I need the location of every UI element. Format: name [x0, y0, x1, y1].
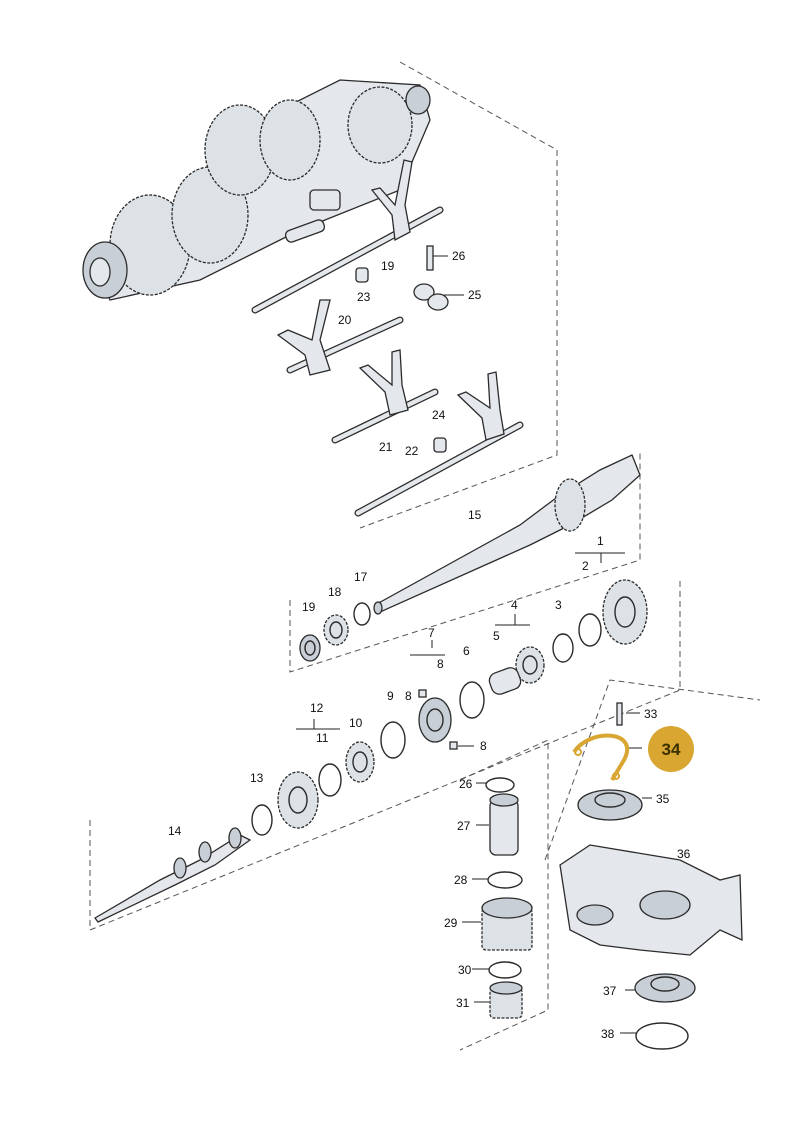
part-31	[488, 961, 522, 979]
label-32: 31	[456, 996, 470, 1010]
part-25	[413, 283, 449, 311]
highlight-badge-circle	[648, 726, 694, 772]
shift-rail-21	[331, 349, 439, 444]
part-6	[459, 681, 485, 719]
label-1: 1	[597, 534, 604, 548]
label-28: 27	[457, 819, 471, 833]
shift-rail-22	[354, 371, 524, 517]
frame-pinion	[459, 739, 549, 1051]
part-17	[323, 614, 349, 646]
label-23: 23	[357, 290, 371, 304]
label-29: 28	[454, 873, 468, 887]
label-16: 17	[354, 570, 368, 584]
part-18	[299, 634, 321, 662]
bearing-35	[577, 789, 643, 821]
gear-1	[602, 579, 648, 645]
label-37: 37	[603, 984, 617, 998]
part-11	[318, 763, 342, 797]
label-13: 13	[250, 771, 264, 785]
frame-lower	[89, 580, 681, 931]
part-2	[578, 613, 602, 647]
label-22: 22	[405, 444, 419, 458]
label-33: 33	[644, 707, 658, 721]
part-26	[426, 245, 434, 271]
label-24: 24	[432, 408, 446, 422]
shaft-14	[94, 827, 252, 923]
label-5: 5	[493, 629, 500, 643]
label-9: 9	[387, 689, 394, 703]
part-33	[616, 702, 623, 726]
label-21: 21	[379, 440, 393, 454]
label-31: 30	[458, 963, 472, 977]
frame-shaft	[289, 452, 641, 673]
label-11: 11	[316, 731, 329, 745]
highlight-badge-label: 34	[662, 740, 681, 759]
part-34-ring-highlighted	[572, 733, 629, 782]
label-18: 19	[302, 600, 316, 614]
label-10: 10	[349, 716, 363, 730]
part-16	[353, 602, 371, 626]
label-25: 25	[468, 288, 482, 302]
label-2: 2	[582, 559, 589, 573]
gear-12	[277, 771, 319, 829]
label-38: 38	[601, 1027, 615, 1041]
label-30: 29	[444, 916, 458, 930]
label-19: 19	[381, 259, 395, 273]
part-5	[488, 667, 522, 695]
leader-lines	[296, 255, 652, 1034]
part-28	[489, 793, 519, 856]
label-12: 12	[310, 701, 324, 715]
bearing-37	[634, 973, 696, 1003]
part-13	[251, 804, 273, 836]
label-3: 3	[555, 598, 562, 612]
label-36: 36	[677, 847, 691, 861]
part-32	[489, 981, 523, 1019]
label-8-right: 8	[480, 739, 487, 753]
housing-36	[559, 844, 743, 956]
part-24	[433, 437, 447, 453]
frame-upper	[359, 61, 558, 529]
frame-housing	[544, 679, 761, 861]
part-29	[487, 871, 523, 889]
part-27	[485, 777, 515, 793]
part-23	[355, 267, 369, 283]
highlight-badge-34[interactable]: 34	[648, 726, 694, 772]
label-8-left: 8	[405, 689, 412, 703]
part-38	[635, 1022, 689, 1050]
gear-30	[481, 897, 533, 951]
label-7: 7	[428, 626, 435, 640]
label-17: 18	[328, 585, 342, 599]
callout-labels: 19 23 26 25 20 24 21 22 15 1 2 17 18 19 …	[168, 249, 691, 1041]
part-7	[418, 697, 452, 743]
label-4: 4	[511, 598, 518, 612]
label-14: 14	[168, 824, 182, 838]
label-8-top: 8	[437, 657, 444, 671]
label-20: 20	[338, 313, 352, 327]
part-9	[380, 721, 406, 759]
label-6: 6	[463, 644, 470, 658]
label-35: 35	[656, 792, 670, 806]
shaft-15	[373, 454, 641, 615]
part-3	[552, 633, 574, 663]
part-8b	[449, 741, 458, 750]
label-15: 15	[468, 508, 482, 522]
shift-rail-20	[276, 299, 404, 376]
part-8a	[418, 689, 427, 698]
group-frames	[89, 61, 761, 1051]
part-10	[345, 741, 375, 783]
label-27: 26	[459, 777, 473, 791]
gearbox-assembly	[82, 79, 431, 301]
shift-rail-19	[251, 159, 444, 314]
label-26: 26	[452, 249, 466, 263]
part-4	[515, 646, 545, 684]
